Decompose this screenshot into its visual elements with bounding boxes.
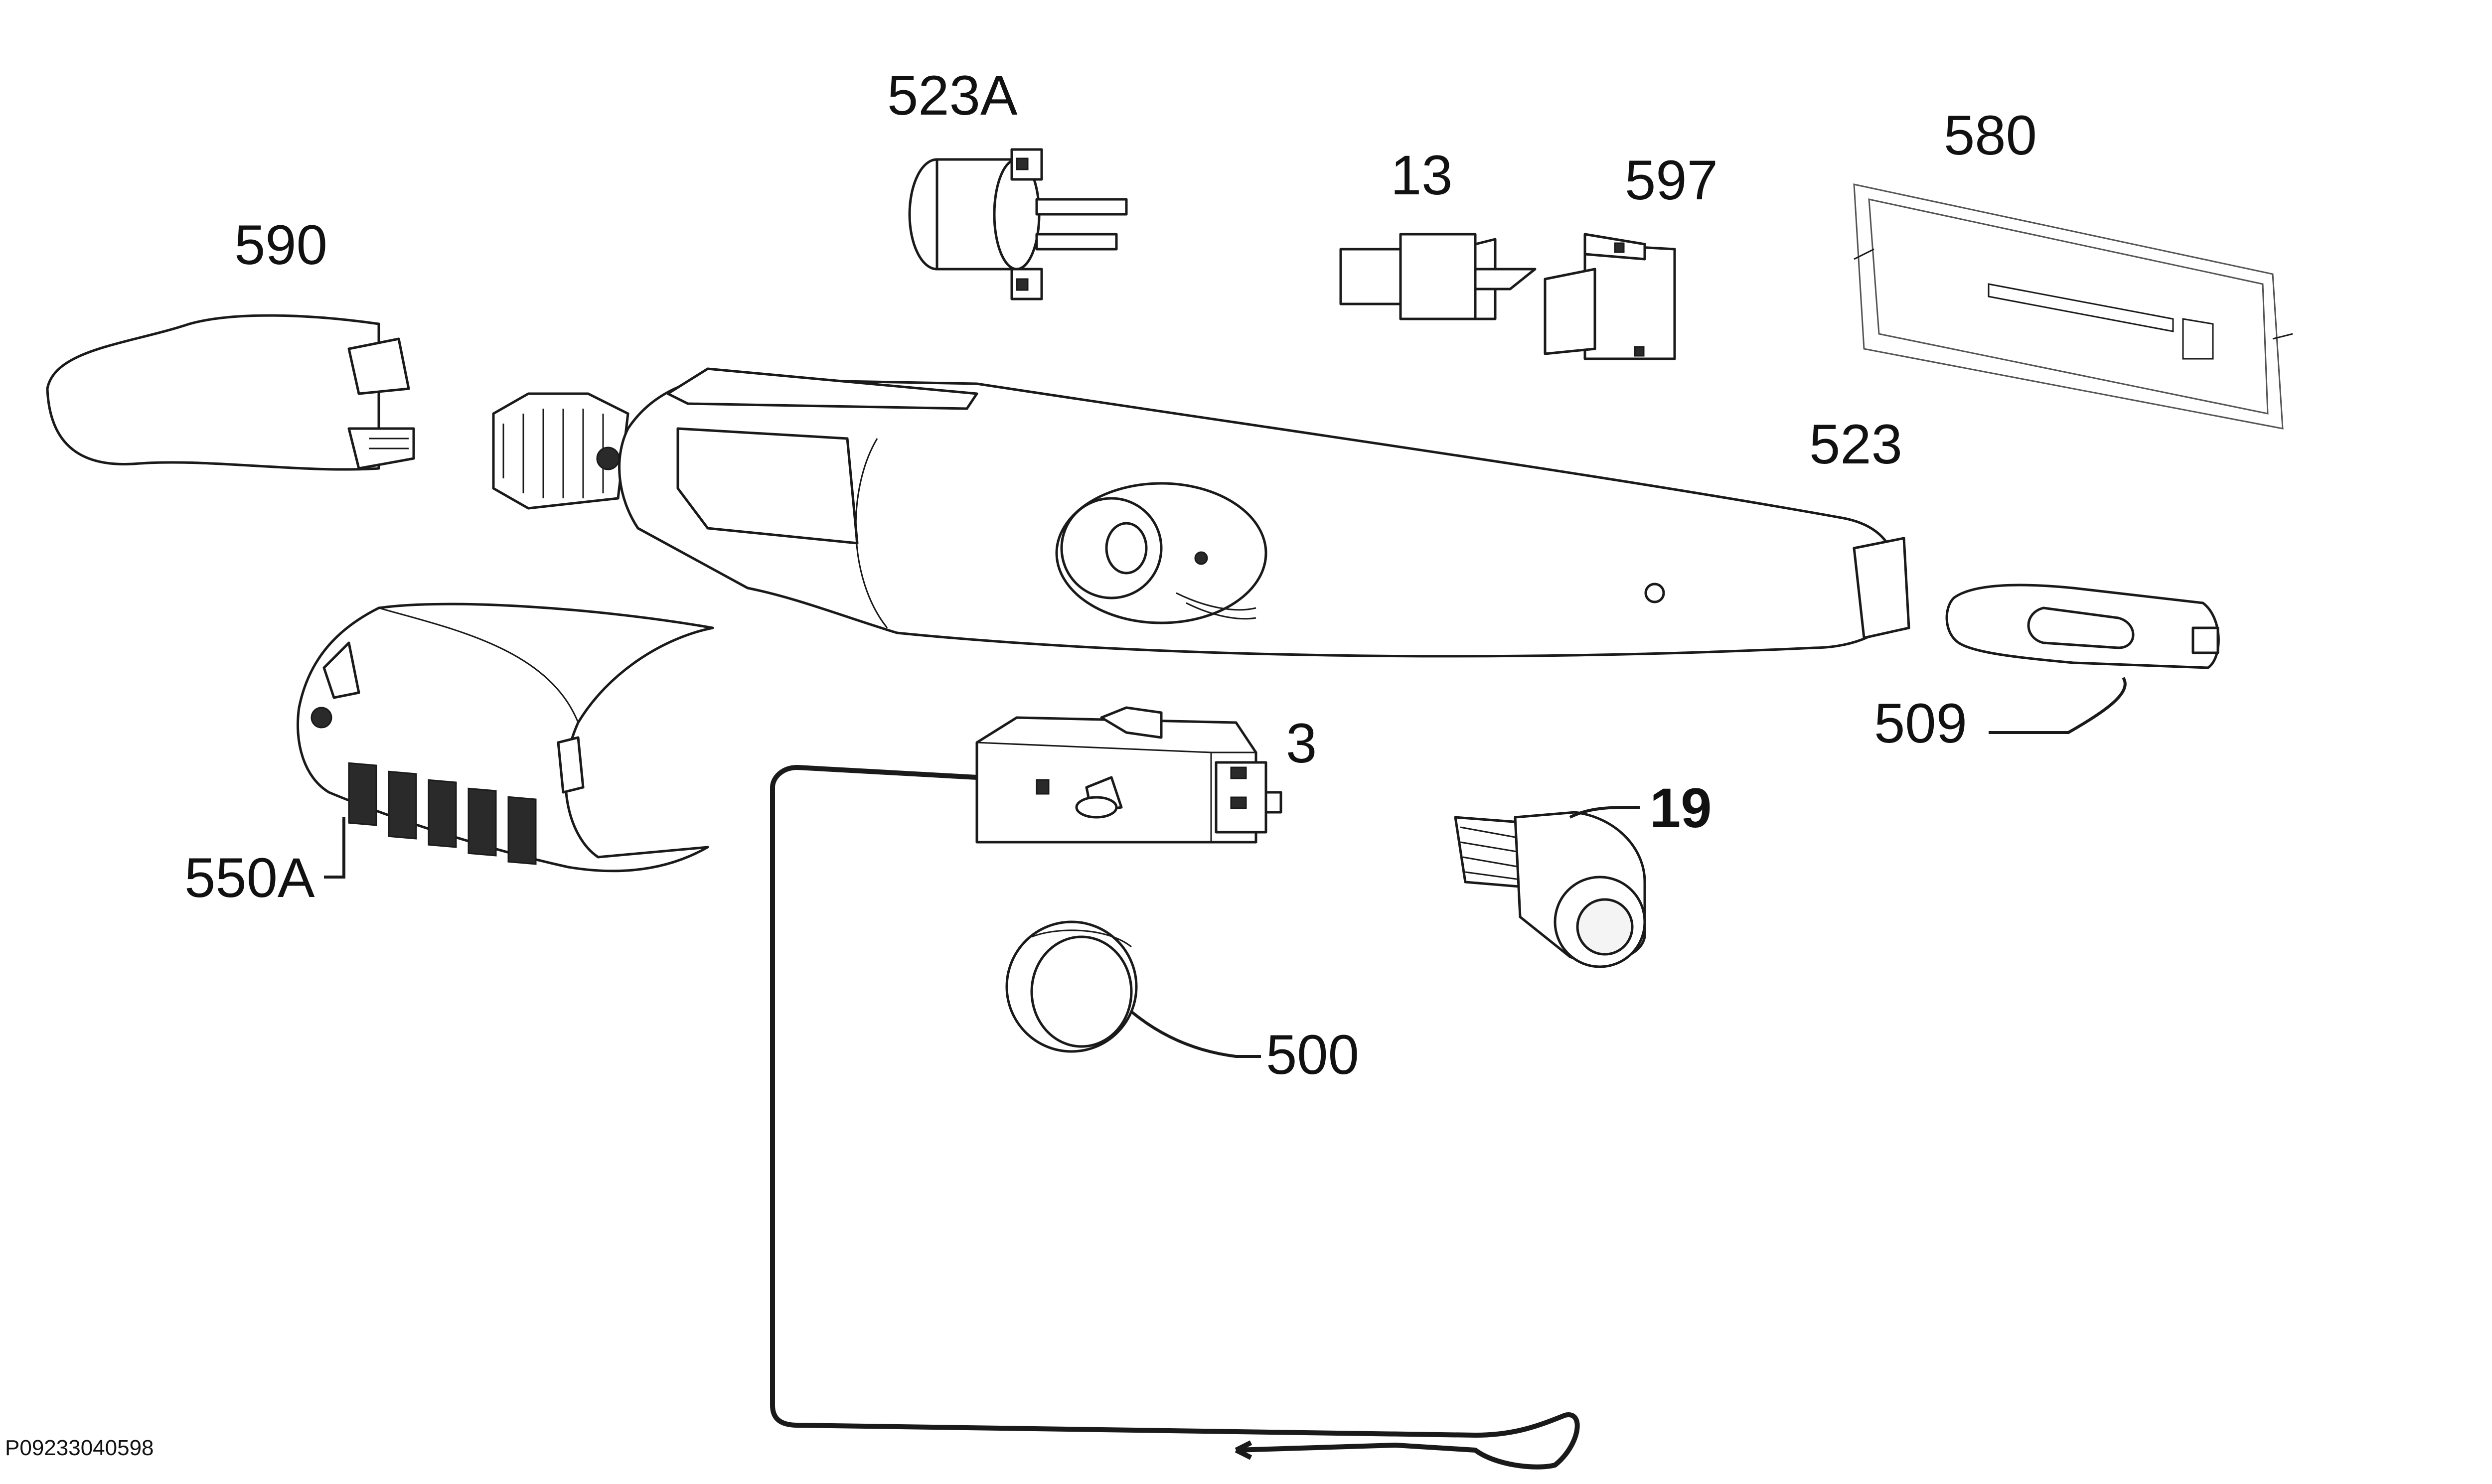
- label-500: 500: [1266, 1024, 1359, 1086]
- part-500-ring: [1005, 920, 1138, 1053]
- label-550A: 550A: [184, 847, 315, 909]
- part-580-diffuser-panel: [1853, 183, 2293, 430]
- part-597-switch-bracket: [1544, 233, 1676, 360]
- leader-550A: [324, 817, 345, 879]
- label-19: 19: [1650, 777, 1712, 839]
- label-3: 3: [1286, 712, 1317, 774]
- part-3-thermostat: [975, 706, 1282, 844]
- part-3-capillary-tip: [1235, 1440, 1252, 1460]
- part-13-switch: [1339, 233, 1537, 320]
- part-550A-light-cover: [297, 602, 714, 873]
- part-509-clip: [1945, 584, 2220, 669]
- part-19-lamp-bulb: [1454, 811, 1646, 968]
- label-590: 590: [234, 214, 327, 276]
- part-523A-lamp-socket: [908, 148, 1128, 300]
- part-523-lamp-housing: [492, 367, 1910, 658]
- document-id: P09233040598: [5, 1436, 154, 1460]
- part-590-cover-cap: [46, 314, 415, 471]
- part-3-capillary-tube: [770, 765, 1580, 1470]
- leader-509: [1989, 677, 2127, 734]
- leader-19: [1569, 806, 1640, 819]
- label-597: 597: [1625, 149, 1718, 211]
- label-13: 13: [1391, 144, 1453, 206]
- label-509: 509: [1874, 692, 1967, 754]
- label-523: 523: [1809, 413, 1902, 475]
- leader-500: [1130, 1010, 1261, 1058]
- label-580: 580: [1944, 104, 2037, 166]
- label-523A: 523A: [887, 64, 1018, 127]
